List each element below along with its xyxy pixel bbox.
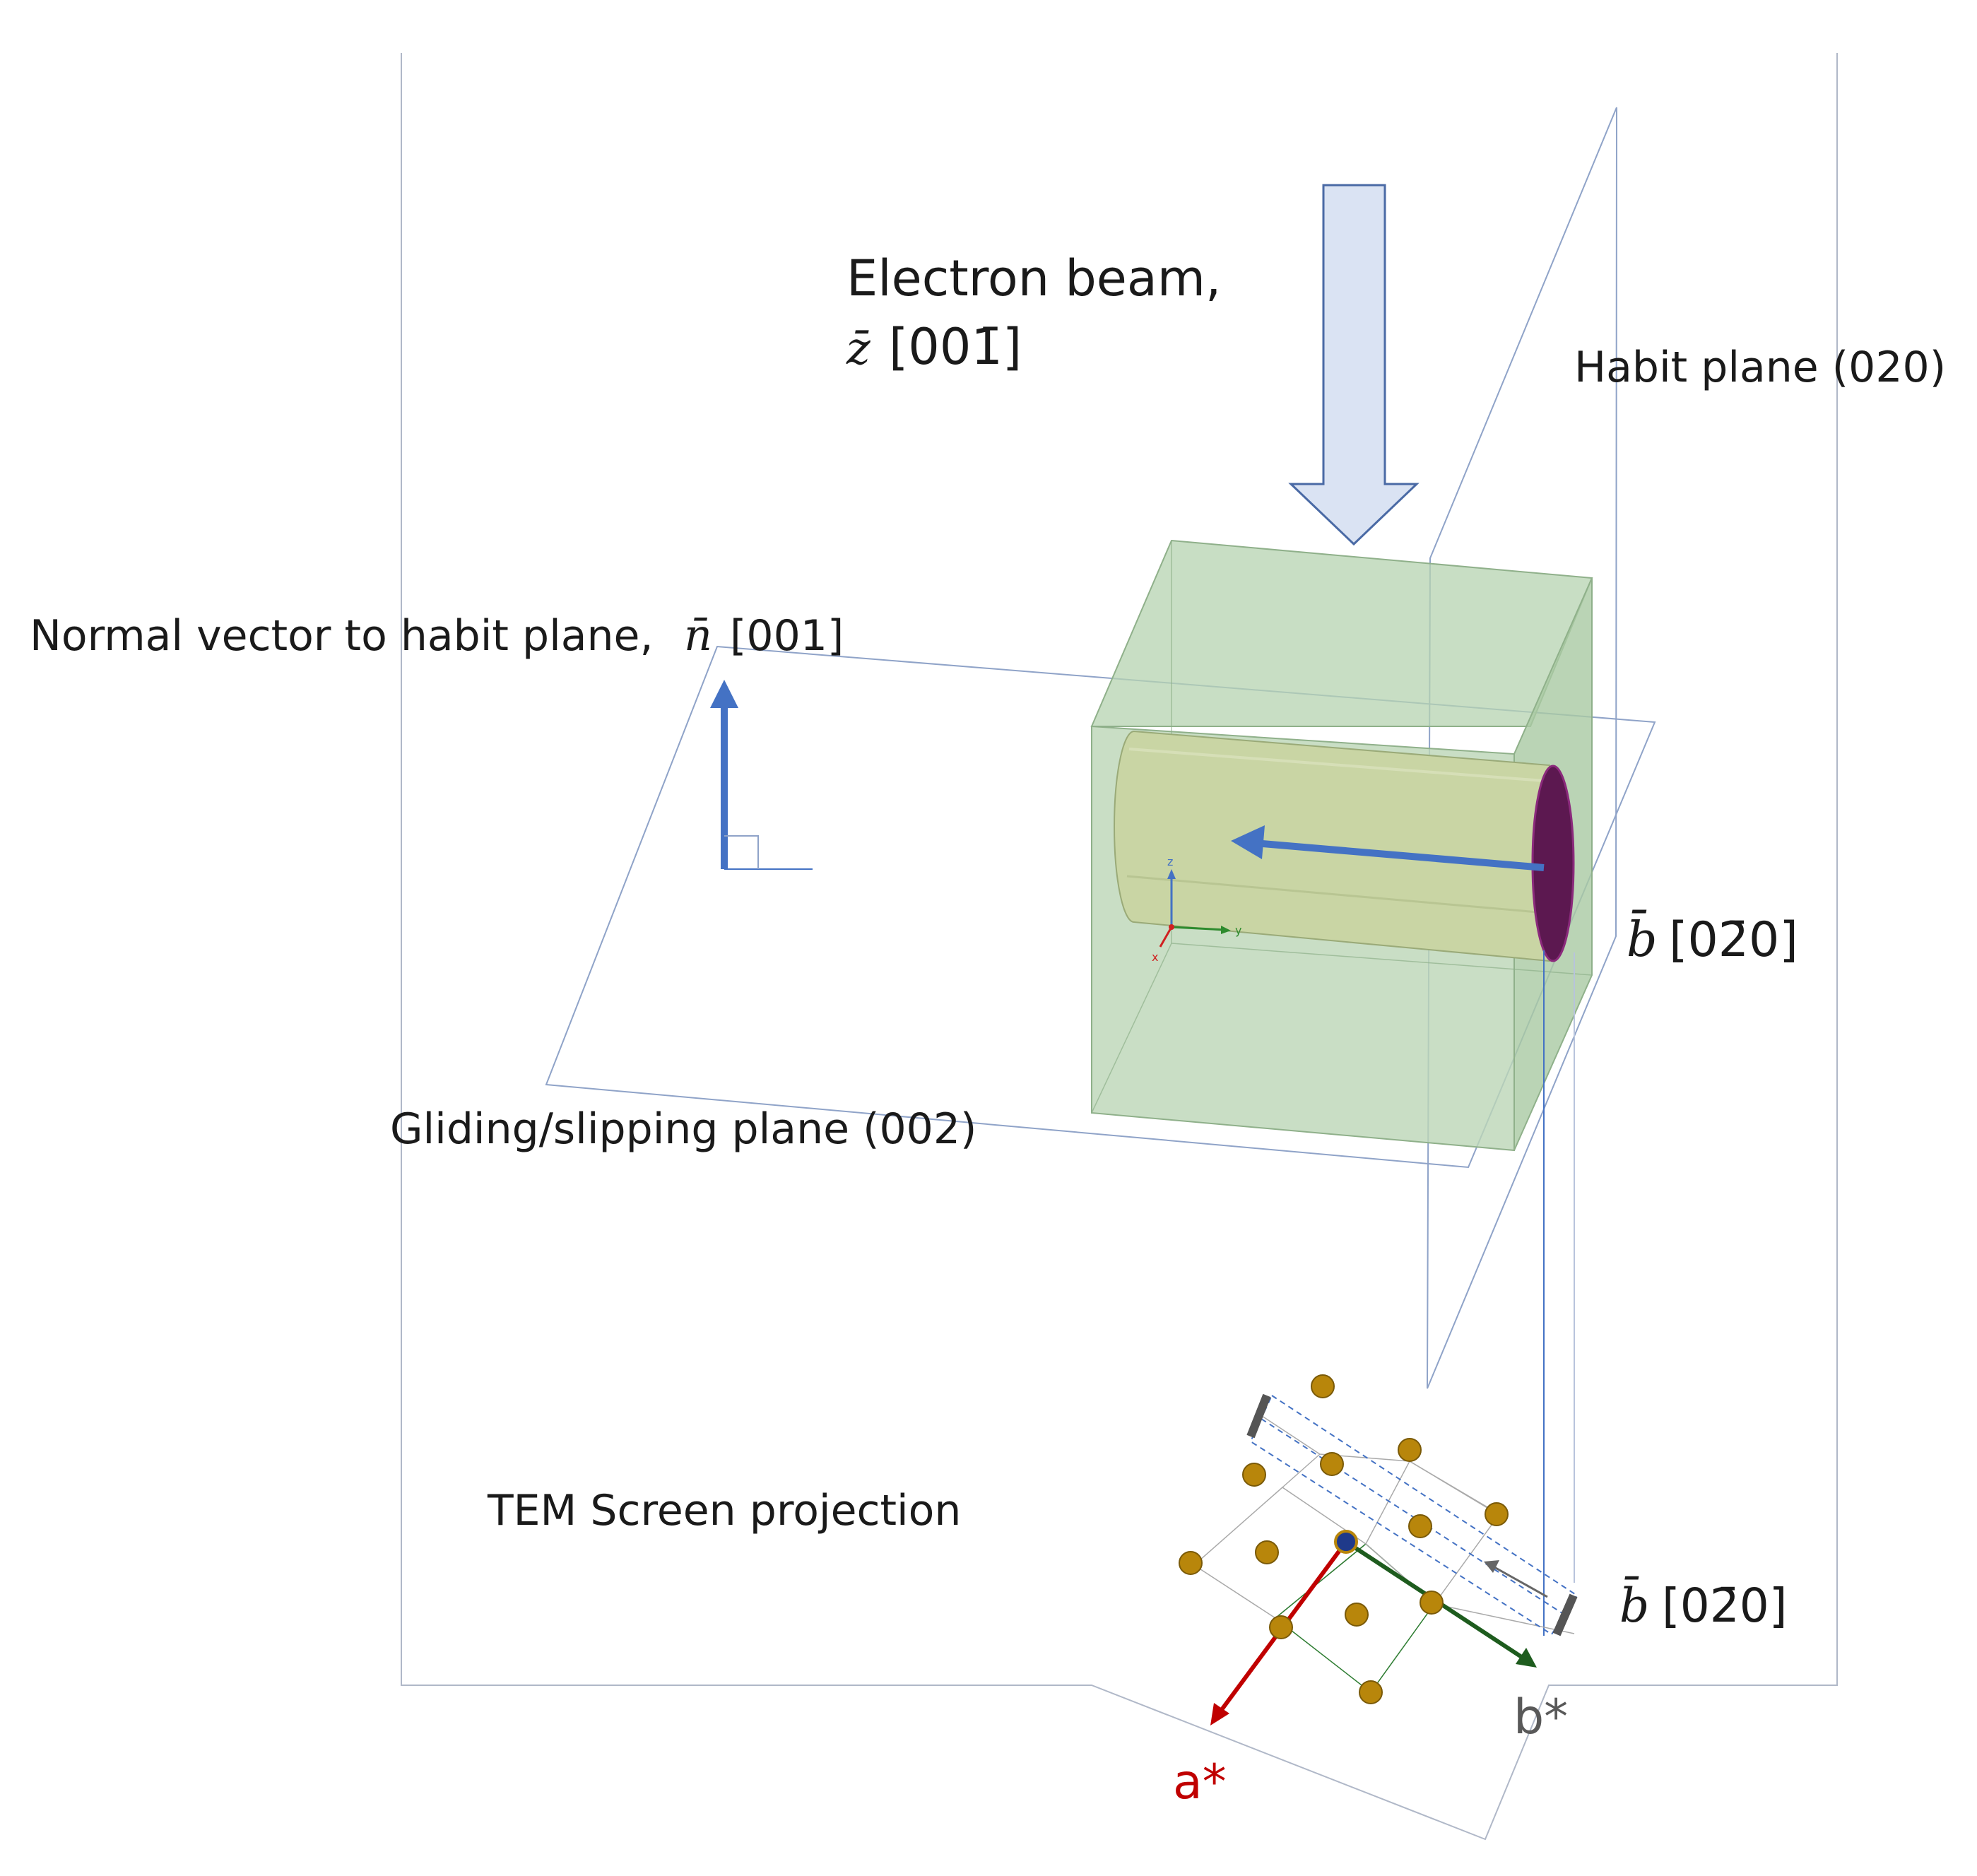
- normal-vector-arrow: [710, 680, 813, 870]
- electron-beam-label: Electron beam,: [846, 249, 1221, 307]
- burgers-vector-index-2: [02̄0]: [1662, 1579, 1787, 1633]
- screen-plane-outline: [401, 53, 1838, 1841]
- up-arrow-icon: [710, 680, 738, 708]
- normal-vector-index: [001]: [730, 611, 844, 661]
- cylinder-end-cap: [1531, 765, 1575, 962]
- normal-vector-var: n̄: [684, 609, 712, 661]
- b-star-label: b*: [1513, 1689, 1568, 1745]
- habit-plane: [1427, 107, 1617, 1389]
- electron-beam-index: [001̄]: [889, 318, 1022, 376]
- axis-label-x: x: [1152, 950, 1158, 964]
- dislocation-cylinder: [1114, 730, 1575, 962]
- burgers-vector-index: [02̄0]: [1669, 912, 1798, 968]
- burgers-vector-var-2: b̄: [1619, 1577, 1649, 1633]
- gliding-plane-label: Gliding/slipping plane (002): [390, 1104, 976, 1154]
- habit-plane-label: Habit plane (020): [1574, 343, 1946, 392]
- origin-atom: [1334, 1530, 1358, 1554]
- down-arrow-icon: [1288, 184, 1420, 546]
- slip-band-end-cap-bottom: [1552, 1593, 1578, 1636]
- normal-vector-label: Normal vector to habit plane,: [30, 611, 654, 661]
- axis-label-y: y: [1235, 924, 1241, 937]
- a-star-label: a*: [1173, 1754, 1227, 1810]
- coordinate-triad: z y x: [1152, 855, 1241, 964]
- left-arrow-icon: [1231, 825, 1265, 859]
- slip-band-end-cap-top: [1246, 1393, 1271, 1439]
- tem-screen-label: TEM Screen projection: [487, 1486, 961, 1535]
- electron-beam-var: z̄: [846, 323, 871, 375]
- burgers-vector-var: b̄: [1627, 910, 1658, 968]
- crystal-top-face: [1090, 539, 1593, 727]
- reciprocal-lattice: [1179, 1374, 1578, 1725]
- axis-label-z: z: [1167, 855, 1173, 868]
- burgers-vector-arrow: [1231, 825, 1545, 871]
